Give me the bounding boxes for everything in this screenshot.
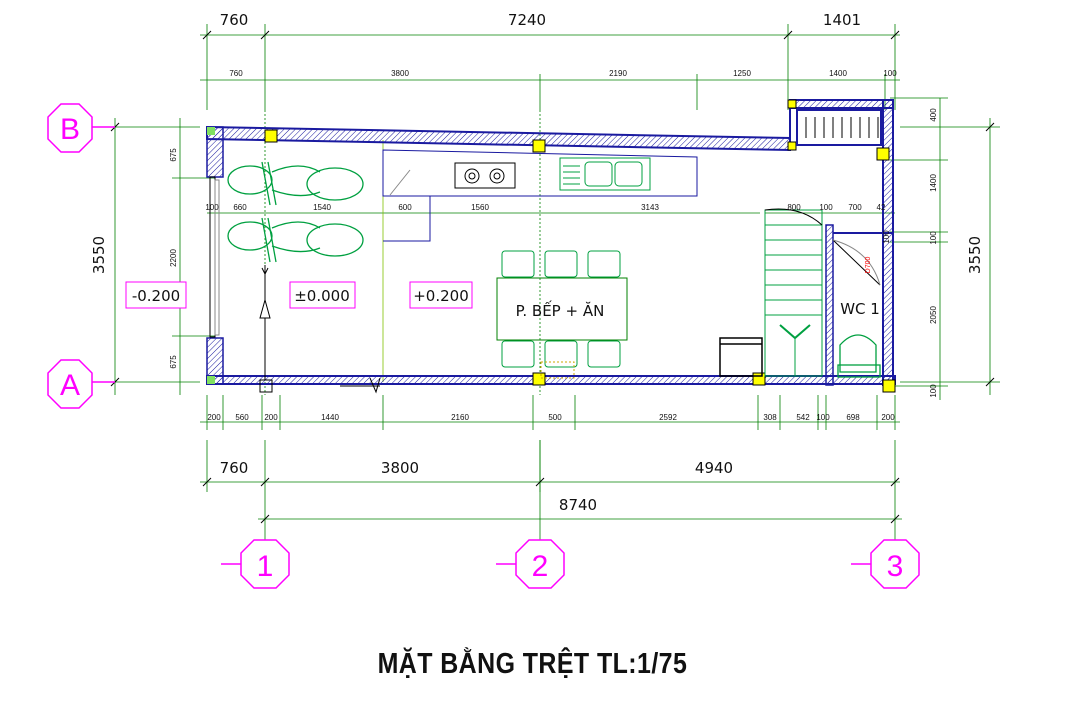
- dim-right-minor-2: 100: [929, 231, 938, 245]
- dim-top-major-1: 7240: [508, 11, 546, 29]
- dim-bottom-major-1: 3800: [381, 459, 419, 477]
- svg-text:3: 3: [887, 550, 904, 583]
- grid-bubbles: B A 1 2 3: [47, 103, 920, 589]
- dim-bottom-minor-5: 500: [548, 413, 562, 422]
- room-kitchen-label: P. BẾP + ĂN: [516, 299, 605, 320]
- level-kitchen: +0.200: [413, 287, 469, 305]
- dim-bottom-minor-1: 560: [235, 413, 249, 422]
- level-garage: ±0.000: [294, 287, 350, 305]
- dim-right-major: 3550: [966, 236, 984, 274]
- corner-markers: [207, 127, 215, 384]
- dim-left-minor-2: 675: [169, 355, 178, 369]
- dim-bottom-minor-7: 308: [763, 413, 777, 422]
- stair-upper: [796, 109, 882, 146]
- dim-left-minor-0: 675: [169, 148, 178, 162]
- dim-top-minor-1: 3800: [391, 69, 409, 78]
- svg-text:A: A: [60, 369, 80, 402]
- dim-top-minor-4: 1400: [829, 69, 847, 78]
- door-tag: D700: [865, 257, 872, 274]
- walls: [206, 99, 896, 386]
- dim-bottom-minor-8: 542: [796, 413, 810, 422]
- kitchen-door: [389, 169, 411, 196]
- dimension-texts: 760 7240 1401 760 3800 2190 1250 1400 10…: [90, 11, 984, 514]
- dim-bottom-major-2: 4940: [695, 459, 733, 477]
- level-markers: -0.200 ±0.000 +0.200: [125, 281, 473, 309]
- dim-top-minor-5: 100: [883, 69, 897, 78]
- svg-text:1: 1: [257, 550, 274, 583]
- toilet-icon: [837, 334, 881, 378]
- dim-right-minor-3: 2050: [929, 306, 938, 324]
- dim-interior-right-4: 100: [882, 230, 891, 244]
- dimension-lines: [105, 24, 1000, 540]
- dim-bottom-minor-6: 2592: [659, 413, 677, 422]
- dim-top-major-0: 760: [220, 11, 249, 29]
- motorbike-icon: [227, 161, 364, 263]
- grid-bubble-b: B: [47, 103, 115, 153]
- grid-bubble-a: A: [47, 359, 115, 409]
- grid-bubble-3: 3: [851, 539, 920, 589]
- svg-text:2: 2: [532, 550, 549, 583]
- fridge-icon: [719, 337, 763, 377]
- svg-text:B: B: [60, 113, 80, 146]
- drawing-title: MẶT BẰNG TRỆT TL:1/75: [377, 648, 688, 680]
- wc-door: [832, 239, 881, 286]
- dining-table-icon: [496, 250, 628, 379]
- level-outside: -0.200: [132, 287, 180, 305]
- dim-interior-0: 100: [205, 203, 219, 212]
- dim-top-minor-3: 1250: [733, 69, 751, 78]
- dim-right-minor-0: 400: [929, 108, 938, 122]
- dim-bottom-minor-10: 698: [846, 413, 860, 422]
- staircase: [764, 208, 823, 377]
- dim-left-minor-1: 2200: [169, 249, 178, 267]
- dim-bottom-minor-9: 100: [816, 413, 830, 422]
- dim-interior-5: 3143: [641, 203, 659, 212]
- dim-right-minor-4: 100: [929, 384, 938, 398]
- dim-bottom-major-0: 760: [220, 459, 249, 477]
- dim-bottom-minor-2: 200: [264, 413, 278, 422]
- grid-bubble-2: 2: [496, 539, 565, 589]
- dim-interior-right-1: 100: [819, 203, 833, 212]
- dim-top-major-2: 1401: [823, 11, 861, 29]
- dim-interior-right-0: 800: [787, 203, 801, 212]
- room-wc-label: WC 1: [840, 300, 880, 318]
- entrance-door: [209, 176, 220, 338]
- dim-bottom-minor-4: 2160: [451, 413, 469, 422]
- dim-bottom-minor-11: 200: [881, 413, 895, 422]
- dim-right-minor-1: 1400: [929, 174, 938, 192]
- dim-interior-1: 660: [233, 203, 247, 212]
- dim-interior-3: 600: [398, 203, 412, 212]
- dim-bottom-minor-3: 1440: [321, 413, 339, 422]
- dim-left-major: 3550: [90, 236, 108, 274]
- dim-bottom-total: 8740: [559, 496, 597, 514]
- stove-icon: [454, 162, 516, 189]
- grid-bubble-1: 1: [221, 539, 290, 589]
- dim-bottom-minor-0: 200: [207, 413, 221, 422]
- dim-interior-4: 1560: [471, 203, 489, 212]
- dim-interior-right-3: 42: [877, 203, 886, 212]
- dim-interior-right-2: 700: [848, 203, 862, 212]
- entry-arrow-icon: [259, 265, 381, 394]
- sink-icon: [559, 157, 651, 191]
- dim-top-minor-2: 2190: [609, 69, 627, 78]
- dim-top-minor-0: 760: [229, 69, 243, 78]
- dim-interior-2: 1540: [313, 203, 331, 212]
